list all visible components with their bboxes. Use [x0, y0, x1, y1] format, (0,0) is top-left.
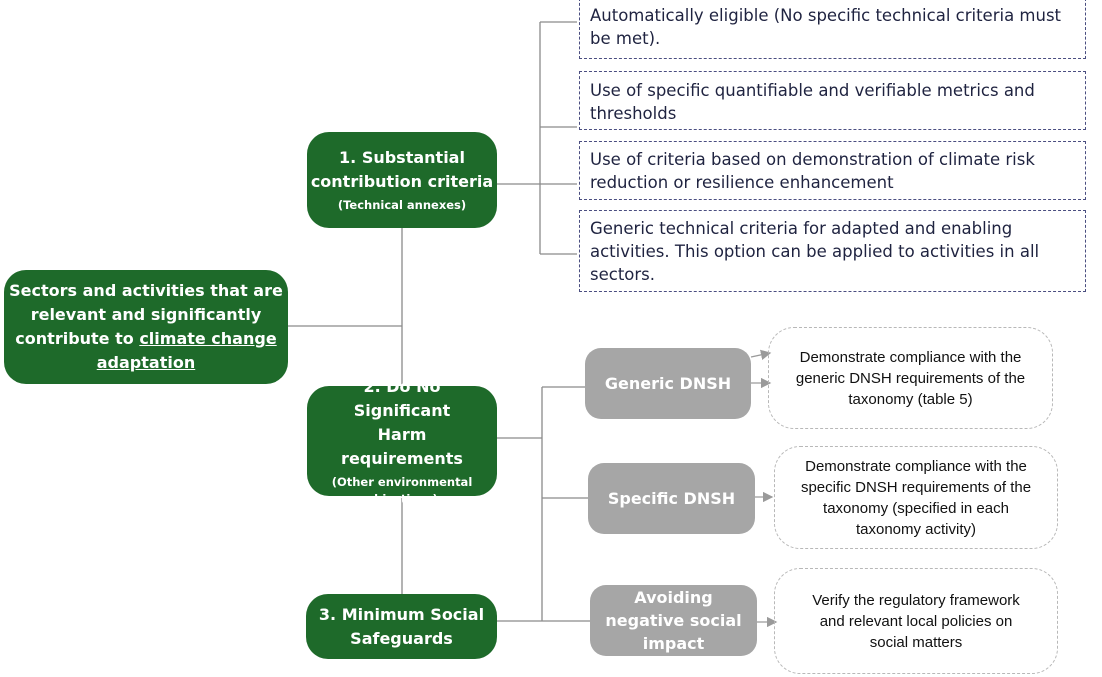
substantial-contribution-box: 1. Substantial contribution criteria (Te… — [307, 132, 497, 228]
climate-change-link-text: climate change — [139, 329, 277, 348]
option-generic-technical-criteria: Generic technical criteria for adapted a… — [579, 210, 1086, 292]
generic-dnsh-box: Generic DNSH — [585, 348, 751, 419]
option-climate-risk-reduction: Use of criteria based on demonstration o… — [579, 141, 1086, 200]
root-text: Sectors and activities that are relevant… — [9, 279, 283, 375]
minimum-safeguards-title: 3. Minimum Social Safeguards — [319, 603, 484, 651]
dnsh-label: Specific DNSH — [607, 489, 736, 508]
option-text: Automatically eligible (No specific tech… — [590, 6, 1062, 48]
dnsh-requirements-box: 2. Do No Significant Harm requirements (… — [307, 377, 497, 506]
dnsh-label: Generic DNSH — [604, 374, 732, 393]
root-line-3: contribute to — [15, 329, 140, 348]
description-text: Demonstrate compliance with the specific… — [800, 457, 1032, 538]
technical-annexes-subtitle: (Technical annexes) — [337, 198, 467, 212]
root-line-2: relevant and significantly — [30, 305, 262, 324]
option-text: Use of specific quantifiable and verifia… — [590, 81, 1035, 123]
adaptation-link-text: adaptation — [96, 353, 196, 372]
avoiding-negative-social-impact-box: Avoiding negative social impact — [590, 585, 757, 656]
root-line-1: Sectors and activities that are — [9, 281, 283, 300]
criteria-title-line: contribution criteria — [310, 172, 494, 191]
specific-dnsh-description: Demonstrate compliance with the specific… — [774, 446, 1058, 549]
substantial-contribution-title: 1. Substantial contribution criteria — [311, 146, 493, 194]
dnsh-requirements-title: 2. Do No Significant Harm requirements — [317, 375, 487, 471]
social-impact-description: Verify the regulatory framework and rele… — [774, 568, 1058, 674]
specific-dnsh-box: Specific DNSH — [588, 463, 755, 534]
other-objectives-subtitle: (Other environmental objectives) — [331, 474, 473, 506]
description-text: Verify the regulatory framework and rele… — [812, 591, 1020, 651]
option-text: Use of criteria based on demonstration o… — [590, 150, 1035, 192]
criteria-title-line: Harm requirements — [341, 424, 463, 468]
criteria-title-line: 1. Substantial — [339, 148, 465, 167]
option-automatically-eligible: Automatically eligible (No specific tech… — [579, 0, 1086, 59]
generic-dnsh-description: Demonstrate compliance with the generic … — [768, 327, 1053, 429]
criteria-title-line: Safeguards — [350, 628, 453, 648]
minimum-safeguards-box: 3. Minimum Social Safeguards — [306, 594, 497, 659]
option-text: Generic technical criteria for adapted a… — [590, 219, 1040, 284]
criteria-title-line: 3. Minimum Social — [318, 604, 485, 624]
criteria-title-line: 2. Do No Significant — [353, 376, 451, 420]
option-quantifiable-metrics: Use of specific quantifiable and verifia… — [579, 71, 1086, 130]
description-text: Demonstrate compliance with the generic … — [795, 348, 1026, 408]
dnsh-label: Avoiding negative social impact — [605, 588, 742, 653]
root-sectors-box: Sectors and activities that are relevant… — [4, 270, 288, 384]
